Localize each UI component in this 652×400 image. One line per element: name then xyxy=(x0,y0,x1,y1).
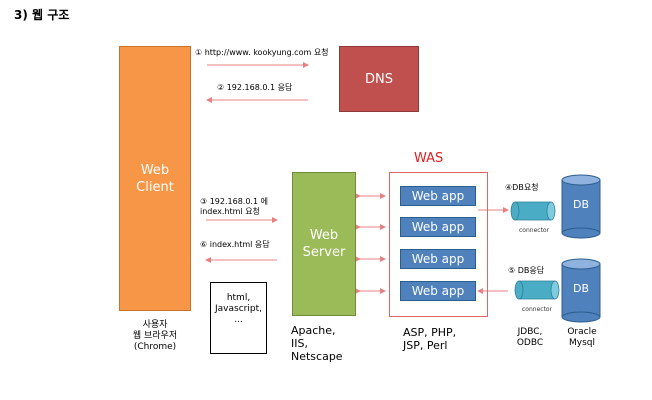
was-label: WAS xyxy=(414,151,444,166)
web-app-2: Web app xyxy=(400,217,476,237)
caption-was-1: ASP, PHP, xyxy=(403,326,457,339)
caption-oracle: Oracle Mysql xyxy=(560,327,604,349)
web-client-label-1: Web xyxy=(140,162,170,178)
message-server-request-2: index.html 요청 xyxy=(200,207,260,216)
connector-label-1: connector xyxy=(519,227,550,234)
db-label-2: DB xyxy=(572,282,590,295)
caption-jdbc-1: JDBC, xyxy=(517,327,543,337)
db-label-1: DB xyxy=(572,198,590,211)
caption-web-server: Apache, IIS, Netscape xyxy=(291,324,343,363)
note-line-2: Javascript, xyxy=(215,304,262,314)
was-container xyxy=(389,172,488,317)
web-server-label-1: Web xyxy=(309,228,339,243)
connector-label-2: connector xyxy=(522,306,553,313)
web-server-label-2: Server xyxy=(302,245,346,260)
message-db-response: ⑤ DB응답 xyxy=(508,266,545,275)
web-server-box: Web Server xyxy=(292,172,356,316)
web-client-label-2: Client xyxy=(136,179,174,195)
caption-oracle-1: Oracle xyxy=(567,327,597,337)
caption-client-1: 사용자 xyxy=(142,320,168,330)
connector-2 xyxy=(514,280,560,300)
message-dns-request: ① http://www. kookyung.com 요청 xyxy=(195,48,329,57)
page-heading: 3) 웹 구조 xyxy=(14,8,70,22)
caption-oracle-2: Mysql xyxy=(569,338,595,348)
dns-label: DNS xyxy=(365,71,393,87)
note-line-3: ... xyxy=(234,315,243,325)
caption-jdbc: JDBC, ODBC xyxy=(510,327,550,349)
db-cylinder-1 xyxy=(561,174,601,239)
message-db-request: ④DB요청 xyxy=(505,183,539,192)
dns-box: DNS xyxy=(339,46,419,112)
note-line-1: html, xyxy=(226,293,251,303)
caption-client: 사용자 웹 브라우저 (Chrome) xyxy=(112,320,198,353)
caption-server-2: IIS, xyxy=(291,337,308,350)
caption-client-3: (Chrome) xyxy=(133,342,177,352)
message-server-request-1: ③ 192.168.0.1 에 xyxy=(200,197,268,206)
client-content-note: html, Javascript, ... xyxy=(210,282,267,354)
web-app-1: Web app xyxy=(400,186,476,206)
caption-was: ASP, PHP, JSP, Perl xyxy=(403,326,456,352)
web-app-3: Web app xyxy=(400,249,476,269)
caption-server-3: Netscape xyxy=(291,350,343,363)
web-app-4: Web app xyxy=(400,281,476,301)
caption-was-2: JSP, Perl xyxy=(403,339,448,352)
caption-client-2: 웹 브라우저 xyxy=(132,331,178,341)
connector-1 xyxy=(510,201,556,221)
message-server-response: ⑥ index.html 응답 xyxy=(200,240,270,249)
caption-jdbc-2: ODBC xyxy=(516,338,544,348)
caption-server-1: Apache, xyxy=(291,324,336,337)
db-cylinder-2 xyxy=(561,258,601,323)
web-client-box: Web Client xyxy=(119,46,191,311)
message-dns-response: ② 192.168.0.1 응답 xyxy=(217,83,293,92)
